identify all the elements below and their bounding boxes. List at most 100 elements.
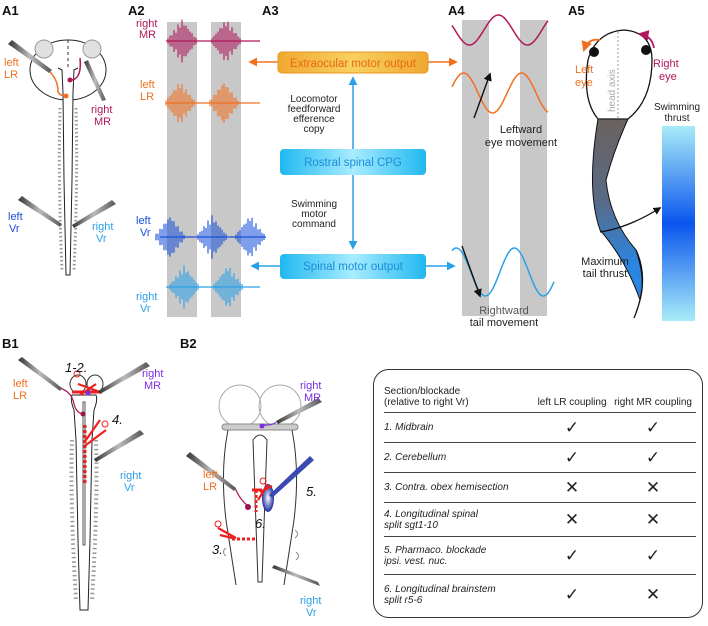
table-header-right-mr: right MR coupling: [614, 397, 692, 408]
b1-pipette-lr: [18, 357, 62, 391]
table-header-section-line-1: Section/blockade: [384, 386, 461, 397]
a1-lr-nerve: [49, 71, 67, 97]
a5-thrust-title-1: Swimming: [654, 102, 700, 113]
command-note-2: motor: [301, 209, 327, 220]
table-row: 2. Cerebellum✓✓: [384, 442, 696, 473]
panel-label-a2: A2: [128, 3, 145, 18]
efference-note-2: feedforward: [288, 104, 341, 115]
a5-tail-tip: [633, 249, 644, 319]
a1-somites: [57, 107, 79, 271]
a2-gray-band-1: [167, 22, 197, 317]
table-row-label-line: split r5-6: [384, 594, 423, 606]
b1-cut-12-label: 1-2.: [65, 360, 87, 375]
check-icon: ✓: [610, 536, 696, 575]
b1-mr-neuron: [85, 390, 91, 396]
panel-label-a3: A3: [262, 3, 279, 18]
a4-eye-note-2: eye movement: [485, 137, 557, 149]
b2-fourth-ventricle: [252, 434, 268, 583]
a1-larva-drawing: [8, 39, 116, 276]
b2-mr-neuron: [259, 423, 265, 429]
b2-brain-drawing: [186, 384, 322, 586]
b1-pipette-vr: [94, 430, 144, 462]
a5-head-axis-label: head axis: [607, 69, 618, 112]
a5-left-eye-label-2: eye: [575, 77, 593, 89]
a4-rightward-tail-arrow: [461, 245, 482, 298]
table-header-row: Section/blockade (relative to right Vr) …: [384, 378, 696, 413]
a1-right-vr-label-2: Vr: [96, 233, 107, 245]
b1-cut-4-label: 4.: [112, 412, 123, 427]
panel-label-a4: A4: [448, 3, 465, 18]
panel-label-a1: A1: [2, 3, 19, 18]
a2-traces: [155, 19, 266, 309]
table-row-label-line: 5. Pharmaco. blockade: [384, 544, 487, 556]
table-body: 1. Midbrain✓✓2. Cerebellum✓✓3. Contra. o…: [384, 412, 696, 615]
b2-right-vr-label-2: Vr: [306, 607, 317, 619]
b2-pipette-drug: [269, 456, 314, 498]
panel-label-a5: A5: [568, 3, 585, 18]
b2-cut-3-label: 3.: [212, 542, 223, 557]
a5-thrust-title-2: thrust: [664, 113, 689, 124]
a1-body-outline: [57, 67, 79, 276]
a1-right-mr-label-2: MR: [94, 116, 111, 128]
a5-left-eye-rotation-arrow: [581, 38, 601, 53]
rostral-spinal-cpg-label: Rostral spinal CPG: [304, 157, 402, 169]
check-icon: ✓: [610, 442, 696, 473]
check-icon: ✓: [534, 442, 611, 473]
a2-trace-label-right-vr-2: Vr: [140, 303, 151, 315]
b2-right-mr-label-1: right: [300, 380, 321, 392]
b1-left-lr-label-1: left: [13, 378, 28, 390]
a5-left-eye-icon: [589, 47, 599, 57]
table-row-label-line: ipsi. vest. nuc.: [384, 555, 448, 567]
a4-lr-eye-sine: [451, 72, 549, 114]
cross-icon: ✕: [610, 502, 696, 537]
b2-right-mr-label-2: MR: [304, 392, 321, 404]
b2-ear-structures: [223, 529, 299, 561]
b1-scissors-4-icon: [85, 419, 107, 446]
table-row: 1. Midbrain✓✓: [384, 412, 696, 443]
b1-scissors-12-handle: [73, 370, 81, 378]
a2-trace-label-mr-2: MR: [139, 29, 156, 41]
table-row-label-line: 4. Longitudinal spinal: [384, 508, 478, 520]
a1-left-lr-label-1: left: [4, 57, 19, 69]
table-header-left-lr: left LR coupling: [537, 397, 607, 408]
a1-right-mr-label-1: right: [91, 104, 112, 116]
a5-right-eye-rotation-arrow: [637, 30, 655, 49]
b1-spinal-canal: [82, 401, 86, 546]
table-row-label: 2. Cerebellum: [384, 442, 534, 473]
check-icon: ✓: [534, 536, 611, 575]
b2-scissors-3-icon: [217, 527, 237, 540]
a4-mr-eye-sine: [451, 14, 549, 46]
b2-scissors-6-handle: [259, 477, 267, 485]
a1-lr-neuron: [63, 93, 69, 99]
a1-right-eye-icon: [82, 39, 102, 59]
extraocular-motor-output-box: [277, 51, 429, 74]
a4-gray-band-2: [520, 20, 547, 316]
a1-left-eye-icon: [34, 39, 54, 59]
cross-icon: ✕: [610, 574, 696, 615]
a1-mr-nerve: [71, 57, 82, 81]
cross-icon: ✕: [534, 502, 611, 537]
b2-pipette-lr: [186, 452, 236, 491]
b2-lr-nerve: [234, 487, 249, 507]
table-header-section-line-2: (relative to right Vr): [384, 397, 469, 408]
table-row-label-line: 1. Midbrain: [384, 422, 434, 433]
b1-pipette-mr: [98, 362, 150, 394]
b1-scissors-12-icon: [77, 382, 101, 396]
b1-lr-neuron: [80, 411, 86, 417]
a4-tail-note-2: tail movement: [470, 317, 538, 329]
table-row-label-line: split sgt1-10: [384, 519, 438, 531]
b2-cut-5-label: 5.: [306, 484, 317, 499]
a1-pipette-right-vr: [72, 200, 116, 228]
b2-right-vr-label-1: right: [300, 595, 321, 607]
a1-pipette-lr: [8, 40, 52, 73]
a5-max-thrust-arrow: [599, 207, 662, 233]
b2-pipette-vr: [272, 565, 320, 586]
a2-trace-label-lr-1: left: [140, 79, 155, 91]
efference-note-3: efference: [293, 114, 335, 125]
b2-scissors-6-icon: [257, 483, 273, 501]
